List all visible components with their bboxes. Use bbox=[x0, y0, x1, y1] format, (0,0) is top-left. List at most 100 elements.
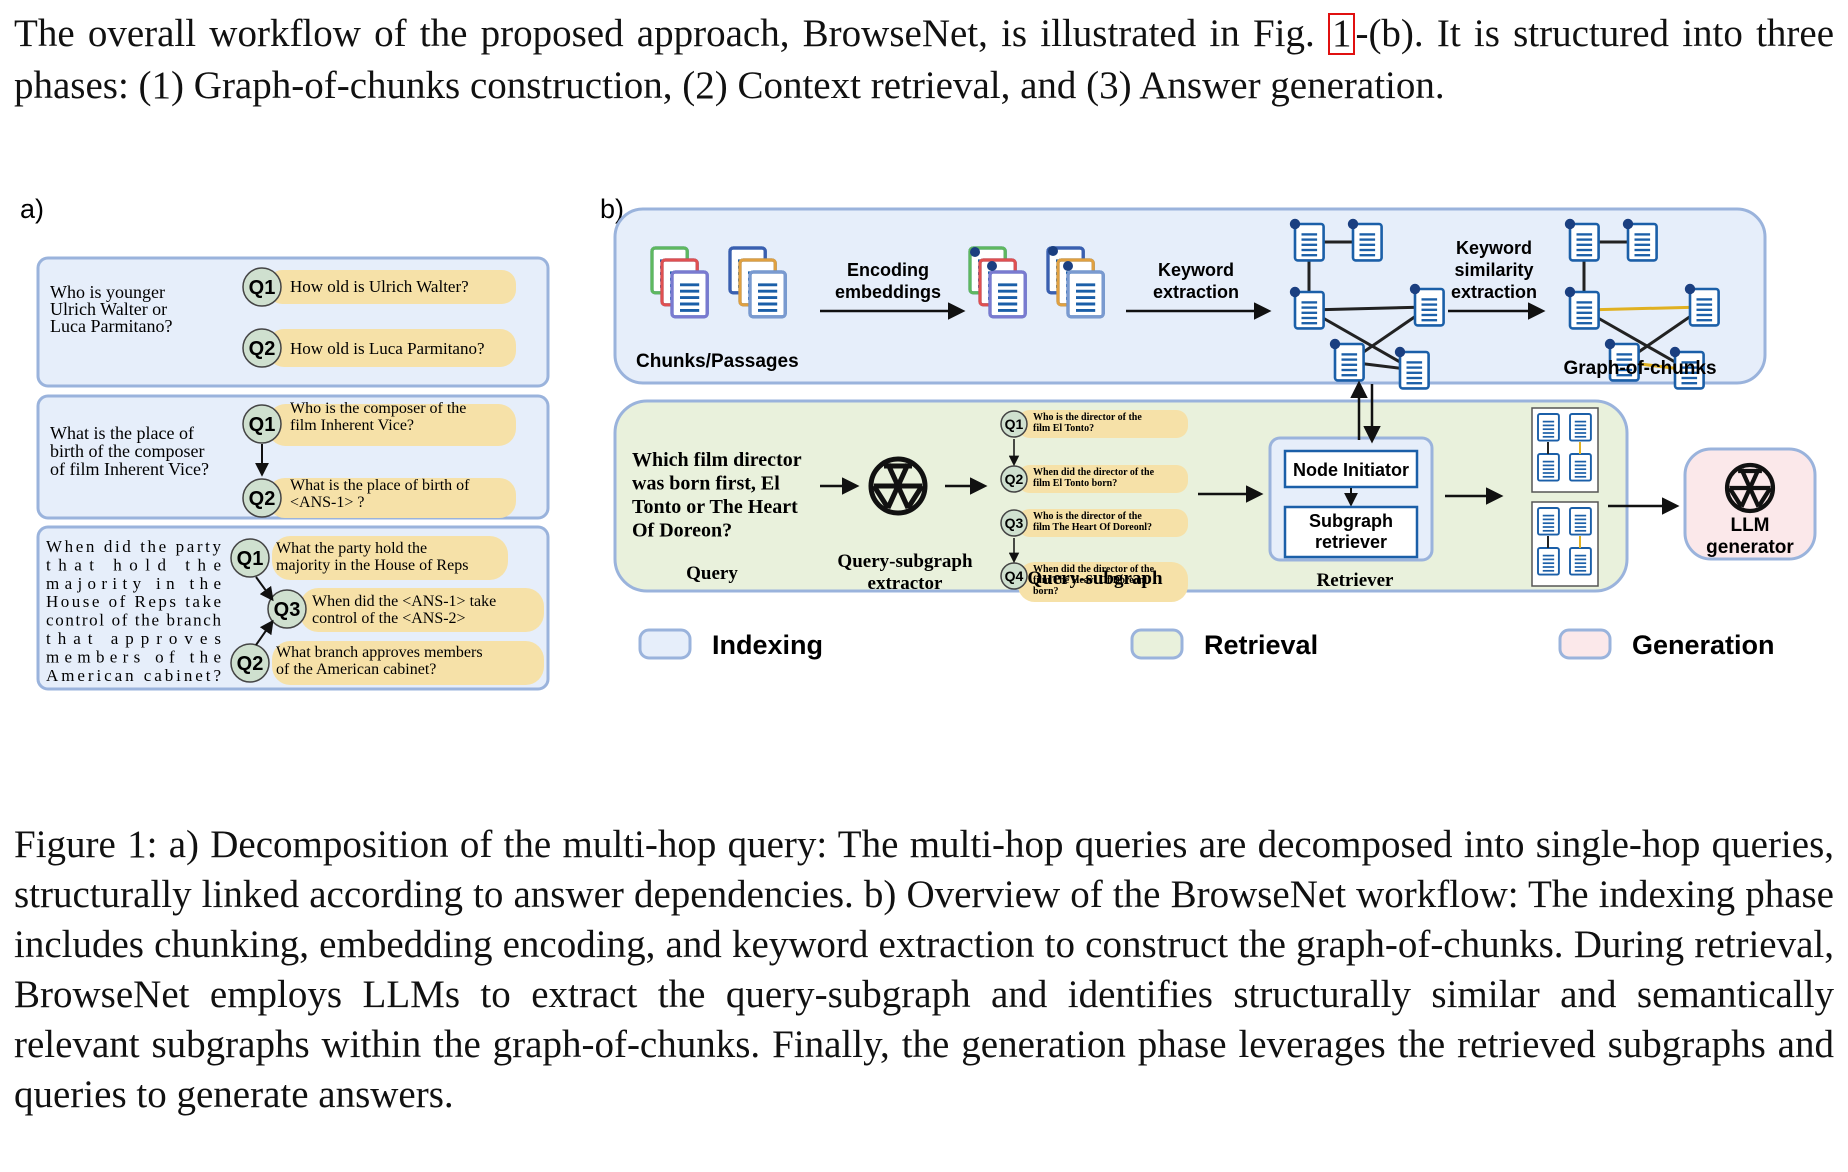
subquery-node bbox=[242, 404, 282, 444]
subquery-bubble bbox=[300, 588, 544, 632]
subquery-bubble bbox=[272, 641, 544, 685]
intro-text-1: The overall workflow of the proposed app… bbox=[14, 12, 1315, 55]
subquery-id: Q1 bbox=[237, 548, 264, 570]
legend-swatch bbox=[638, 628, 692, 660]
dependency-arrow bbox=[255, 576, 274, 602]
subquery-id: Q1 bbox=[249, 414, 276, 436]
legend-swatch bbox=[1558, 628, 1612, 660]
subquery-node bbox=[242, 267, 282, 307]
similarity-label: similarity bbox=[1454, 260, 1533, 280]
subquery-id: Q1 bbox=[1005, 416, 1024, 432]
subquery-text: What branch approves members bbox=[276, 644, 483, 661]
retrieved-subgraph-icon bbox=[1531, 501, 1599, 587]
subgraph-query-text: Who is the director of the bbox=[1033, 511, 1142, 522]
figure-reference-link[interactable]: 1 bbox=[1327, 13, 1356, 55]
example-question: American cabinet? bbox=[46, 666, 221, 685]
subgraph-query-text: Who is the director of the bbox=[1033, 412, 1142, 423]
query-text: was born first, El bbox=[632, 473, 780, 495]
encoding-label: Encoding bbox=[847, 260, 929, 280]
similarity-label: extraction bbox=[1451, 282, 1537, 302]
query-subgraph-label: Query-subgraph bbox=[1027, 568, 1163, 589]
llm-generator-label: generator bbox=[1706, 537, 1794, 558]
query-text: Of Doreon? bbox=[632, 520, 732, 542]
subquery-id: Q2 bbox=[1005, 471, 1024, 487]
dependency-arrow bbox=[255, 619, 274, 646]
subquery-bubble bbox=[1018, 410, 1188, 438]
example-question: What is the place of bbox=[50, 423, 194, 443]
subquery-text: When did the <ANS-1> take bbox=[312, 593, 496, 610]
legend-label: Generation bbox=[1632, 630, 1775, 660]
chunk-document-icon bbox=[748, 270, 787, 319]
keyword-label: Keyword bbox=[1158, 260, 1234, 280]
extractor-label: extractor bbox=[868, 573, 943, 594]
subquery-text: Who is the composer of the bbox=[290, 400, 466, 417]
embedding-dot bbox=[970, 247, 980, 257]
subgraph-query-text: film El Tonto born? bbox=[1033, 478, 1117, 489]
example-question: When did the party bbox=[46, 537, 222, 556]
subquery-node bbox=[230, 643, 270, 683]
indexing-panel bbox=[613, 207, 1767, 385]
subquery-text: How old is Luca Parmitano? bbox=[290, 339, 485, 358]
chunks-label: Chunks/Passages bbox=[636, 351, 799, 372]
intro-text-2: -(b). It is structured into three phases… bbox=[14, 12, 1835, 107]
subgraph-query-text: When did the director of the bbox=[1033, 467, 1155, 478]
graph-label: Graph-of-chunks bbox=[1563, 358, 1716, 379]
legend-label: Indexing bbox=[712, 630, 823, 660]
subquery-bubble bbox=[1018, 509, 1188, 537]
example-question: that approves bbox=[46, 629, 221, 648]
panel-a-label: a) bbox=[20, 196, 44, 224]
subgraph-query-text: film El Tonto? bbox=[1033, 423, 1094, 434]
subquery-node bbox=[267, 589, 307, 629]
subquery-bubble bbox=[272, 536, 508, 580]
subquery-id: Q2 bbox=[249, 338, 276, 360]
subquery-text: majority in the House of Reps bbox=[276, 557, 468, 574]
subquery-node bbox=[230, 538, 270, 578]
query-text: Tonto or The Heart bbox=[632, 496, 798, 518]
subquery-id: Q1 bbox=[249, 277, 276, 299]
legend-swatch bbox=[1130, 628, 1184, 660]
subgraph-query-text: film The Heart Of Doreonl bbox=[1033, 575, 1147, 586]
subquery-bubble bbox=[268, 404, 516, 446]
example-question: birth of the composer bbox=[50, 441, 204, 461]
legend-label: Retrieval bbox=[1204, 630, 1318, 660]
subquery-id: Q3 bbox=[1005, 515, 1024, 531]
subgraph-retriever-label: Subgraph bbox=[1309, 511, 1393, 531]
subquery-bubble bbox=[268, 270, 516, 304]
subquery-bubble bbox=[1018, 562, 1188, 602]
subquery-text: What is the place of birth of bbox=[290, 477, 470, 494]
chunk-document-icon bbox=[670, 270, 709, 319]
subquery-node bbox=[1000, 509, 1028, 537]
subquery-bubble bbox=[268, 478, 516, 518]
embedding-dot bbox=[987, 261, 997, 271]
node-initiator-label: Node Initiator bbox=[1293, 460, 1409, 480]
subquery-node bbox=[1000, 410, 1028, 438]
graph-of-chunks-icon bbox=[1564, 218, 1720, 390]
subquery-node bbox=[242, 478, 282, 518]
subgraph-retriever-box bbox=[1283, 505, 1419, 559]
generation-panel bbox=[1683, 447, 1817, 561]
retriever-label: Retriever bbox=[1317, 570, 1395, 591]
retrieved-subgraph-icon bbox=[1531, 407, 1599, 493]
example-question: Ulrich Walter or bbox=[50, 299, 167, 319]
subquery-id: Q4 bbox=[1005, 568, 1024, 584]
subquery-text: <ANS-1> ? bbox=[290, 494, 364, 511]
keyword-label: extraction bbox=[1153, 282, 1239, 302]
subgraph-query-text: When did the director of the bbox=[1033, 564, 1155, 575]
subquery-node bbox=[242, 328, 282, 368]
subquery-text: of the American cabinet? bbox=[276, 661, 436, 678]
embedding-dot bbox=[1048, 246, 1058, 256]
subquery-text: What the party hold the bbox=[276, 540, 427, 557]
subquery-bubble bbox=[1018, 465, 1188, 493]
embedding-dot bbox=[1063, 261, 1073, 271]
subquery-id: Q2 bbox=[249, 488, 276, 510]
extractor-label: Query-subgraph bbox=[837, 551, 973, 572]
graph-of-chunks-icon bbox=[1289, 218, 1445, 390]
subquery-text: How old is Ulrich Walter? bbox=[290, 277, 469, 296]
encoding-label: embeddings bbox=[835, 282, 941, 302]
subquery-text: film Inherent Vice? bbox=[290, 417, 414, 434]
node-initiator-box bbox=[1283, 449, 1419, 489]
subgraph-query-text: born? bbox=[1033, 586, 1059, 597]
